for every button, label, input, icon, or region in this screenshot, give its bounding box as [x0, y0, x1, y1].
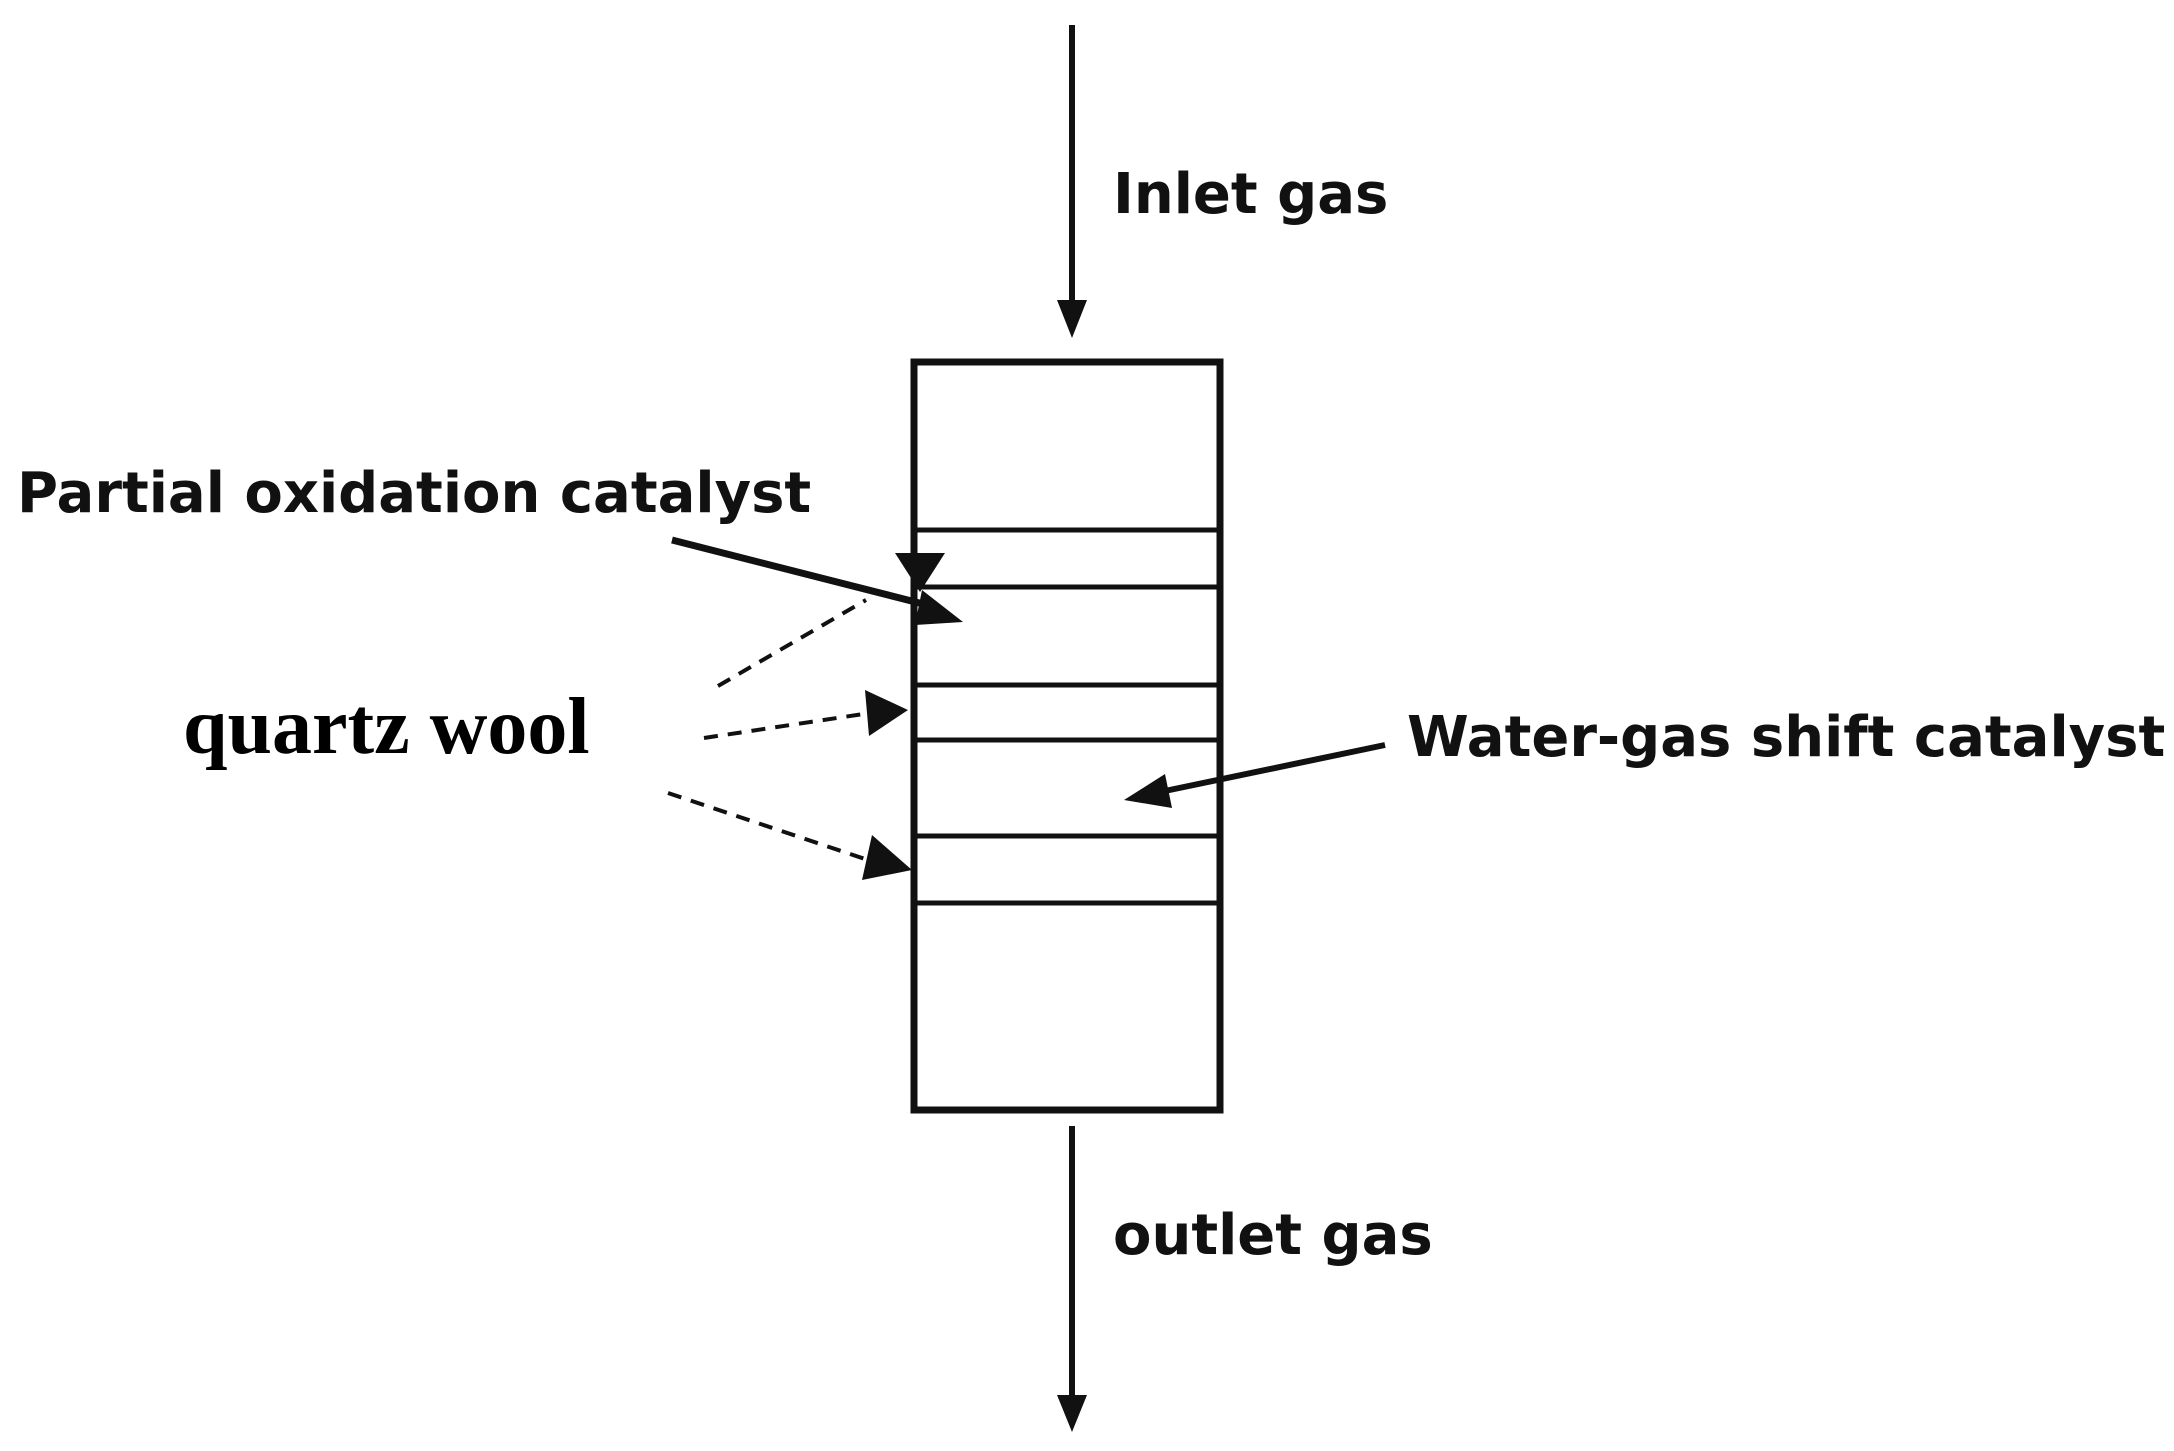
partial-oxidation-pointer	[671, 536, 963, 625]
quartz-wool-pointer-bottom	[667, 791, 869, 862]
outlet-arrow	[1057, 1126, 1087, 1432]
outlet-gas-label: outlet gas	[1113, 1203, 1433, 1268]
quartz-wool-pointers	[667, 598, 912, 880]
partial-oxidation-label: Partial oxidation catalyst	[17, 461, 811, 526]
quartz-wool-arrowhead-bottom	[862, 835, 912, 880]
quartz-wool-pointer-top	[716, 598, 868, 688]
water-gas-shift-label: Water-gas shift catalyst	[1407, 705, 2165, 770]
water-gas-shift-pointer	[1124, 742, 1386, 808]
quartz-wool-label: quartz wool	[183, 683, 590, 771]
reactor-layers	[914, 527, 1220, 906]
reactor-column	[910, 358, 1224, 1114]
quartz-wool-pointer-middle	[703, 711, 871, 740]
inlet-arrow	[1057, 25, 1087, 338]
inlet-gas-label: Inlet gas	[1113, 162, 1388, 227]
quartz-wool-arrowhead-middle	[865, 690, 908, 736]
